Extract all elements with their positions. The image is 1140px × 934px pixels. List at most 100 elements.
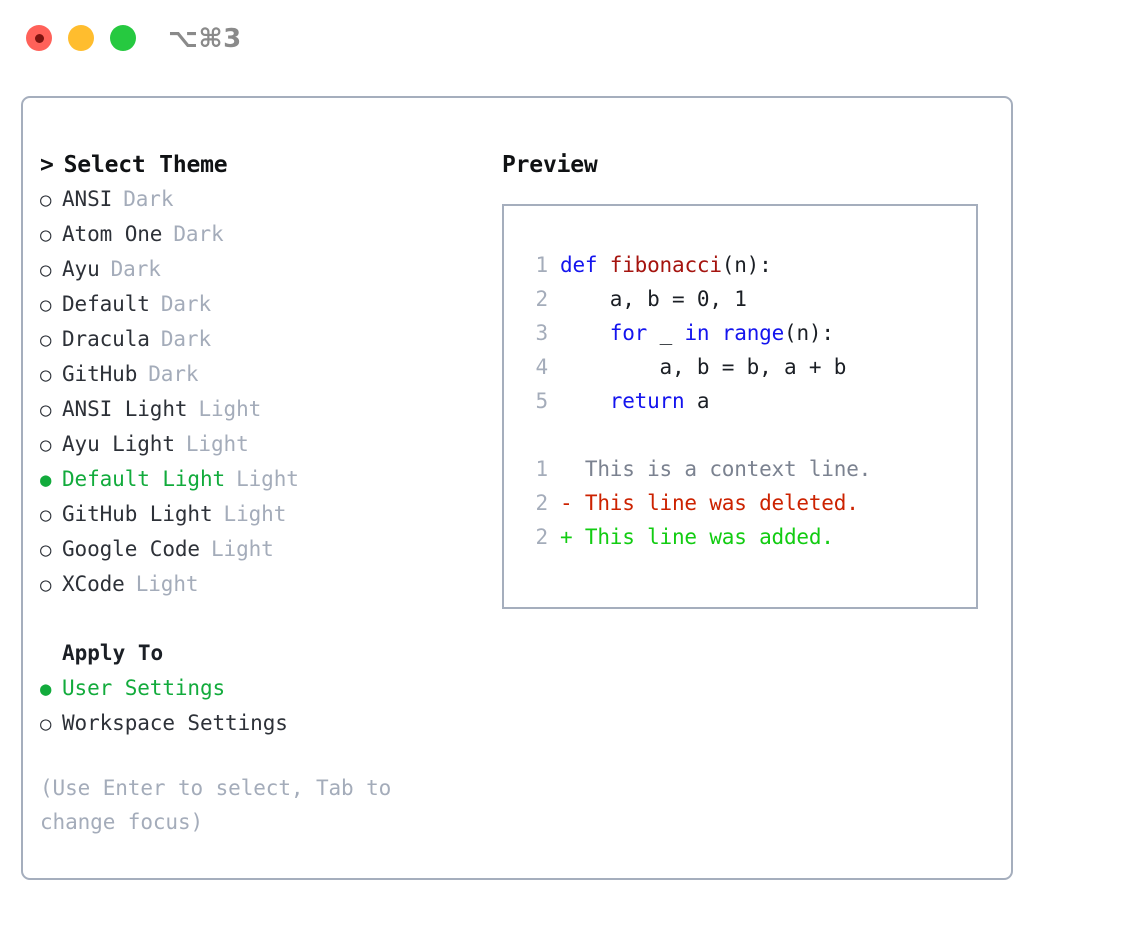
- radio-unselected-icon: ○: [40, 504, 52, 526]
- theme-variant-badge: Light: [210, 537, 274, 561]
- theme-option-label: ANSI Light: [62, 397, 188, 421]
- theme-option-label: Default Light: [62, 467, 226, 491]
- line-number: 2: [535, 491, 549, 515]
- theme-option-label: Dracula: [62, 327, 150, 351]
- apply-to-option-user-settings[interactable]: ● User Settings: [40, 671, 495, 706]
- close-button[interactable]: [26, 25, 52, 51]
- radio-unselected-icon: ○: [40, 399, 52, 421]
- theme-option-ayu-light[interactable]: ○ Ayu Light Light: [40, 427, 495, 462]
- radio-selected-icon: ●: [40, 678, 52, 700]
- minimize-button[interactable]: [68, 25, 94, 51]
- token-kw: range: [721, 321, 785, 345]
- theme-option-label: XCode: [62, 572, 125, 596]
- theme-variant-badge: Dark: [110, 257, 161, 281]
- title-bar: ⌥⌘3: [0, 0, 1140, 78]
- theme-option-xcode[interactable]: ○ XCode Light: [40, 567, 495, 602]
- diff-text: This is a context line.: [560, 457, 872, 481]
- select-theme-header: >Select Theme: [40, 148, 495, 182]
- code-text: a, b = 0, 1: [560, 282, 747, 316]
- line-number: 5: [535, 389, 549, 413]
- preview-title: Preview: [502, 152, 598, 178]
- theme-variant-badge: Dark: [148, 362, 199, 386]
- radio-unselected-icon: ○: [40, 224, 52, 246]
- line-number: 4: [535, 355, 549, 379]
- apply-to-bullet-placeholder: ○: [40, 637, 62, 671]
- theme-option-ansi-light[interactable]: ○ ANSI Light Light: [40, 392, 495, 427]
- diff-line-add: 2+ This line was added.: [518, 520, 968, 554]
- theme-option-github-light[interactable]: ○ GitHub Light Light: [40, 497, 495, 532]
- apply-to-option-workspace-settings[interactable]: ○Workspace Settings: [40, 706, 495, 741]
- token-plain: [560, 389, 610, 413]
- theme-variant-badge: Dark: [173, 222, 224, 246]
- apply-to-list: ● User Settings ○Workspace Settings: [40, 671, 495, 741]
- theme-variant-badge: Light: [185, 432, 249, 456]
- line-number: 1: [535, 457, 549, 481]
- code-line: 4 a, b = b, a + b: [518, 350, 968, 384]
- caret-icon: >: [40, 152, 54, 178]
- theme-option-label: Ayu Light: [62, 432, 175, 456]
- maximize-button[interactable]: [110, 25, 136, 51]
- code-gap: [518, 418, 968, 452]
- theme-option-label: GitHub Light: [62, 502, 213, 526]
- theme-variant-badge: Light: [223, 502, 287, 526]
- diff-line-del: 2 - This line was deleted.: [518, 486, 968, 520]
- apply-to-label: Apply To: [62, 641, 164, 665]
- theme-option-ayu[interactable]: ○ Ayu Dark: [40, 252, 495, 287]
- diff-block: 1 This is a context line. 2 - This line wa…: [518, 452, 968, 554]
- apply-to-option-label: User Settings: [62, 676, 226, 700]
- token-plain: [560, 321, 610, 345]
- diff-text: - This line was deleted.: [560, 491, 859, 515]
- code-text: def fibonacci(n):: [560, 248, 772, 282]
- token-plain: [709, 321, 721, 345]
- radio-unselected-icon: ○: [40, 539, 52, 561]
- radio-unselected-icon: ○: [40, 713, 52, 735]
- token-kw: def: [560, 253, 610, 277]
- radio-unselected-icon: ○: [40, 259, 52, 281]
- theme-variant-badge: Dark: [160, 292, 211, 316]
- code-text: for _ in range(n):: [560, 316, 834, 350]
- token-fn: fibonacci: [609, 253, 722, 277]
- code-text: return a: [560, 384, 710, 418]
- radio-unselected-icon: ○: [40, 574, 52, 596]
- token-plain: (n):: [784, 321, 834, 345]
- code-line: 3 for _ in range(n):: [518, 316, 968, 350]
- token-plain: _: [647, 321, 685, 345]
- window-title: ⌥⌘3: [168, 24, 242, 54]
- theme-variant-badge: Dark: [123, 187, 174, 211]
- code-line: 5 return a: [518, 384, 968, 418]
- theme-variant-badge: Light: [135, 572, 199, 596]
- token-plain: (n):: [721, 253, 772, 277]
- apply-to-header: ○Apply To: [40, 636, 495, 671]
- theme-option-label: Atom One: [62, 222, 163, 246]
- theme-option-atom-one[interactable]: ○ Atom One Dark: [40, 217, 495, 252]
- theme-variant-badge: Light: [198, 397, 262, 421]
- code-text: a, b = b, a + b: [560, 350, 847, 384]
- diff-text: + This line was added.: [560, 525, 834, 549]
- token-kw: for: [609, 321, 648, 345]
- token-kw: return: [609, 389, 685, 413]
- token-plain: a, b = b, a + b: [560, 355, 847, 379]
- diff-line-ctx: 1 This is a context line.: [518, 452, 968, 486]
- theme-option-label: GitHub: [62, 362, 138, 386]
- theme-option-label: Ayu: [62, 257, 100, 281]
- window-controls: [26, 25, 136, 51]
- radio-unselected-icon: ○: [40, 434, 52, 456]
- list-spacer: [40, 602, 495, 636]
- theme-option-label: Default: [62, 292, 150, 316]
- theme-variant-badge: Dark: [160, 327, 211, 351]
- radio-selected-icon: ●: [40, 469, 52, 491]
